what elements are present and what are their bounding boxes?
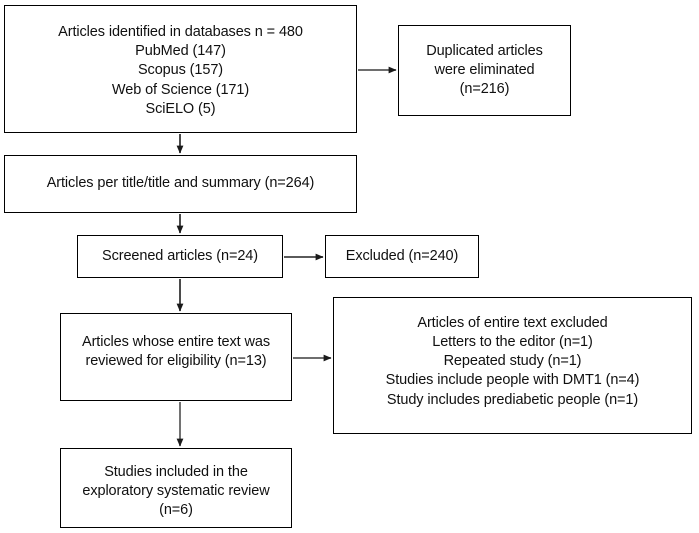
node-excluded-articles: Excluded (n=240) bbox=[325, 235, 479, 278]
node-line: Studies include people with DMT1 (n=4) bbox=[385, 372, 640, 389]
node-articles-identified: Articles identified in databases n = 480… bbox=[4, 5, 357, 133]
node-line: Articles per title/title and summary (n=… bbox=[46, 175, 315, 192]
node-full-text-reviewed-for-eligibility: Articles whose entire text was reviewed … bbox=[60, 313, 292, 401]
node-line: PubMed (147) bbox=[135, 43, 226, 60]
node-line: Screened articles (n=24) bbox=[102, 247, 258, 264]
node-line: (n=216) bbox=[459, 81, 510, 98]
node-full-text-exclusion-reasons: Articles of entire text excluded Letters… bbox=[333, 297, 692, 434]
node-line: Web of Science (171) bbox=[111, 81, 250, 98]
node-line: Excluded (n=240) bbox=[345, 247, 459, 264]
node-duplicated-articles-eliminated: Duplicated articles were eliminated (n=2… bbox=[398, 25, 571, 116]
node-line: exploratory systematic review bbox=[82, 483, 270, 500]
node-line: Scopus (157) bbox=[137, 62, 224, 79]
node-line: Articles identified in databases n = 480 bbox=[58, 24, 303, 41]
node-line: SciELO (5) bbox=[145, 100, 216, 117]
node-line: Articles of entire text excluded bbox=[417, 315, 608, 331]
node-line: Letters to the editor (n=1) bbox=[432, 334, 593, 351]
node-line: Articles whose entire text was bbox=[82, 334, 270, 350]
node-line: (n=6) bbox=[159, 502, 193, 519]
node-line: were eliminated bbox=[434, 61, 535, 78]
node-studies-included: Studies included in the exploratory syst… bbox=[60, 448, 292, 528]
node-line: Studies included in the bbox=[104, 464, 248, 480]
node-line: reviewed for eligibility (n=13) bbox=[85, 353, 267, 370]
node-line: Duplicated articles bbox=[426, 42, 543, 59]
node-screened-articles: Screened articles (n=24) bbox=[77, 235, 283, 278]
node-articles-per-title-and-summary: Articles per title/title and summary (n=… bbox=[4, 155, 357, 213]
node-line: Study includes prediabetic people (n=1) bbox=[386, 391, 639, 408]
node-line: Repeated study (n=1) bbox=[443, 353, 582, 370]
